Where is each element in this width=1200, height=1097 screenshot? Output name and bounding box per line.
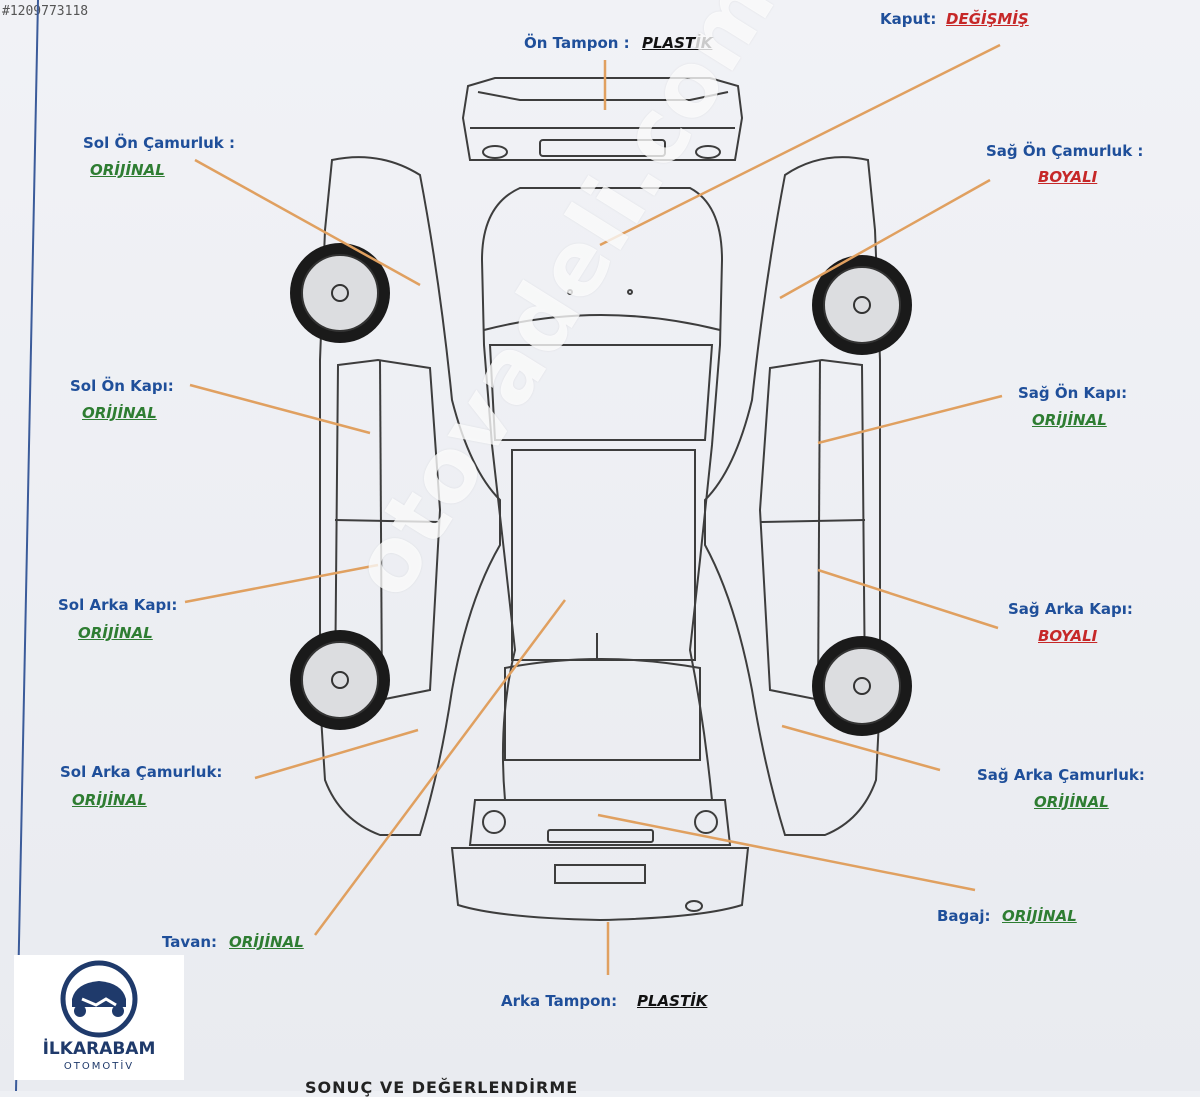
arrow-sol-arka-camurluk — [254, 728, 419, 780]
logo-brand: İLKARABAM — [42, 1039, 156, 1059]
label-on-tampon: Ön Tampon : — [524, 34, 630, 52]
label-bagaj: Bagaj: — [937, 907, 991, 925]
label-sag-arka-camurluk: Sağ Arka Çamurluk: — [977, 766, 1145, 784]
label-sol-on-camurluk: Sol Ön Çamurluk : — [83, 134, 235, 152]
label-sol-arka-camurluk: Sol Arka Çamurluk: — [60, 763, 223, 781]
label-sag-on-camurluk: Sağ Ön Çamurluk : — [986, 142, 1144, 160]
arrow-sag-on-kapi — [817, 394, 1003, 445]
label-sol-arka-kapi: Sol Arka Kapı: — [58, 596, 178, 614]
value-sag-arka-camurluk: ORİJİNAL — [1034, 793, 1109, 811]
value-sol-on-camurluk: ORİJİNAL — [90, 161, 165, 179]
arrow-sol-on-kapi — [189, 383, 371, 435]
wheels — [290, 243, 912, 736]
dealer-logo: İLKARABAM OTOMOTİV — [14, 955, 184, 1080]
label-kaput: Kaput: — [880, 10, 937, 28]
value-on-tampon: PLASTİK — [642, 34, 713, 52]
value-tavan: ORİJİNAL — [229, 933, 304, 951]
value-bagaj: ORİJİNAL — [1002, 907, 1077, 925]
label-tavan: Tavan: — [162, 933, 217, 951]
label-sol-on-kapi: Sol Ön Kapı: — [70, 377, 174, 395]
logo-subtitle: OTOMOTİV — [63, 1061, 135, 1072]
arrow-kaput — [599, 43, 1001, 247]
value-sag-on-camurluk: BOYALI — [1038, 168, 1098, 186]
arrow-sol-arka-kapi — [184, 563, 379, 604]
arrow-bagaj — [597, 813, 976, 892]
value-sag-arka-kapi: BOYALI — [1038, 627, 1098, 645]
label-sag-arka-kapi: Sağ Arka Kapı: — [1008, 600, 1133, 618]
listing-ref: #1209773118 — [2, 4, 89, 19]
arrow-sol-on-camurluk — [194, 158, 421, 287]
arrow-tavan — [313, 599, 567, 936]
value-sol-on-kapi: ORİJİNAL — [82, 404, 157, 422]
arrow-sag-arka-camurluk — [781, 724, 941, 772]
car-handshake-icon — [60, 960, 138, 1038]
rear-view — [450, 799, 750, 922]
arrow-sag-arka-kapi — [817, 568, 999, 630]
label-sag-on-kapi: Sağ Ön Kapı: — [1018, 384, 1128, 402]
value-sag-on-kapi: ORİJİNAL — [1032, 411, 1107, 429]
footer-heading: SONUÇ VE DEĞERLENDİRME — [305, 1078, 579, 1097]
frame-line — [15, 0, 39, 1091]
value-arka-tampon: PLASTİK — [637, 992, 708, 1010]
pointer-arrows — [184, 43, 1003, 975]
value-kaput: DEĞİŞMİŞ — [946, 10, 1029, 28]
arrow-sag-on-camurluk — [779, 178, 991, 300]
label-arka-tampon: Arka Tampon: — [501, 992, 618, 1010]
value-sol-arka-camurluk: ORİJİNAL — [72, 791, 147, 809]
value-sol-arka-kapi: ORİJİNAL — [78, 624, 153, 642]
